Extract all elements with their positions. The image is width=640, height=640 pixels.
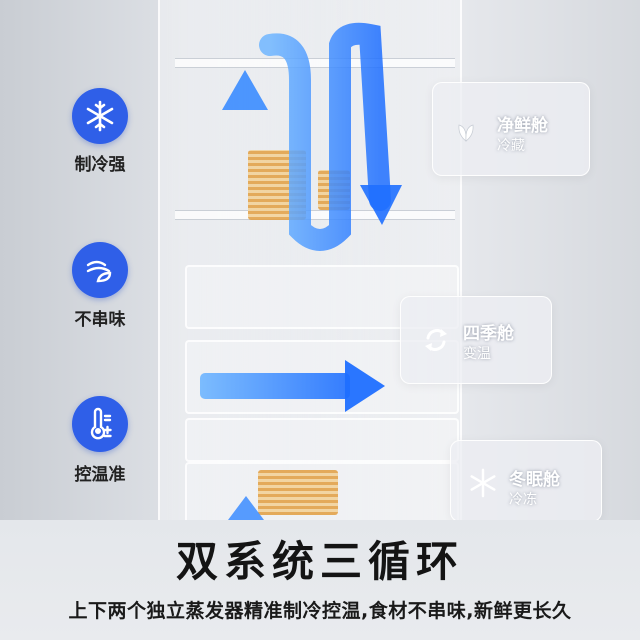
bottom-up-arrow-head [228, 496, 264, 520]
compartment-title: 四季舱 [463, 324, 514, 344]
compartment-subtitle: 冷冻 [509, 492, 537, 508]
headline: 双系统三循环 [175, 537, 464, 586]
compartment-title: 净鲜舱 [497, 116, 548, 136]
compartment-subtitle: 变温 [463, 346, 491, 362]
right-arrow-head [345, 360, 385, 412]
compartment-card-fresh: 净鲜舱 冷藏 [432, 82, 590, 176]
snowflake-icon [86, 100, 114, 132]
product-hero-image: 制冷强 不串味 控温准 净鲜舱 冷藏 [0, 0, 640, 520]
down-arrow-head [360, 185, 402, 225]
airflow-arrows [200, 22, 402, 520]
snowflake-icon [470, 468, 496, 498]
shelf [175, 58, 455, 68]
cycle-icon [425, 329, 447, 351]
leaf-icon [458, 124, 474, 142]
wind-leaf-icon [86, 260, 112, 283]
feature-icon-odor [72, 242, 128, 298]
feature-label-odor: 不串味 [74, 310, 126, 330]
lower-airflow-arrow [200, 373, 350, 399]
feature-icon-temp [72, 396, 128, 452]
compartment-subtitle: 冷藏 [497, 138, 525, 154]
tagline: 上下两个独立蒸发器精准制冷控温,食材不串味,新鲜更长久 [68, 600, 572, 622]
drawer [185, 418, 459, 462]
feature-icon-cooling [72, 88, 128, 144]
evaporator-lower [258, 470, 338, 515]
upper-circulation-arrow [234, 22, 391, 251]
compartment-card-variable: 四季舱 变温 [400, 296, 552, 384]
caption-area [0, 520, 640, 640]
feature-label-temp: 控温准 [74, 465, 126, 485]
up-arrow-head [222, 70, 268, 110]
feature-label-cooling: 制冷强 [74, 155, 126, 175]
thermometer-icon [90, 407, 112, 440]
compartment-card-frozen: 冬眠舱 冷冻 [450, 440, 602, 520]
compartment-title: 冬眠舱 [509, 470, 560, 490]
shelf [175, 210, 455, 220]
